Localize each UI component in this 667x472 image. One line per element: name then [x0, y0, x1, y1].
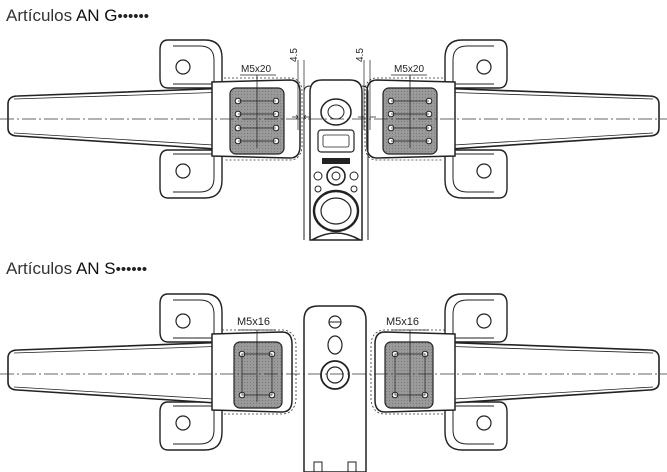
dim-label-g-right: 4.5 [355, 48, 366, 62]
section-s-prefix: Artículos [6, 259, 73, 278]
section-g-dots: •••••• [117, 8, 150, 25]
screw-label-s-right: M5x16 [386, 316, 419, 328]
screw-label-g-right: M5x20 [394, 64, 424, 75]
section-s-code: AN S [75, 259, 116, 278]
dim-label-g-left: 4.5 [289, 48, 300, 62]
screw-label-g-left: M5x20 [241, 64, 271, 75]
dimension-g-right [358, 60, 376, 130]
screw-label-s-left: M5x16 [237, 316, 270, 328]
section-s-dots: •••••• [115, 261, 148, 278]
lock-body-s [303, 305, 367, 472]
lock-body-g [303, 79, 369, 241]
section-g-code: AN G [75, 6, 118, 25]
section-g-prefix: Artículos [6, 6, 73, 25]
section-s-title: Artículos AN S•••••• [6, 259, 147, 279]
section-g-title: Artículos AN G•••••• [6, 6, 149, 26]
dimension-g-left [292, 60, 310, 130]
